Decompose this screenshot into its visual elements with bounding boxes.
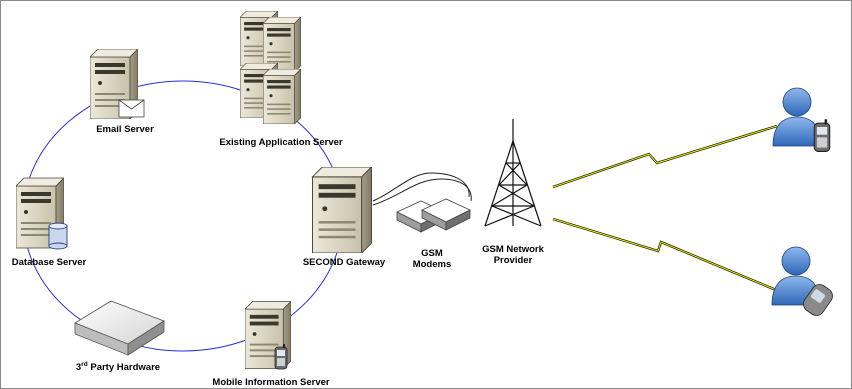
existing-application-server-label: Existing Application Server xyxy=(219,137,343,148)
modem-cable xyxy=(372,172,470,202)
database-server-node xyxy=(16,177,68,250)
flip-phone-icon xyxy=(803,284,833,316)
cell-phone-icon xyxy=(813,118,831,153)
mobile-user-upper xyxy=(772,87,831,153)
database-icon xyxy=(48,222,68,250)
mobile-phone-icon xyxy=(274,344,288,370)
person-icon xyxy=(781,246,811,276)
third-party-hardware-node xyxy=(74,300,165,356)
wireless-link-lower-fill xyxy=(552,218,777,291)
gsm-modems-label-line1: GSM xyxy=(421,248,443,259)
wireless-link-upper xyxy=(552,124,778,189)
envelope-icon xyxy=(118,99,145,118)
gsm-tower-icon xyxy=(484,119,542,227)
gsm-modems-label: GSM Modems xyxy=(407,248,457,270)
mobile-user-lower xyxy=(771,246,833,316)
wireless-link-upper-fill xyxy=(552,125,778,188)
person-icon xyxy=(782,87,812,117)
second-gateway-node xyxy=(311,167,373,253)
mobile-information-server-label: Mobile Information Server xyxy=(212,377,330,388)
database-server-label: Database Server xyxy=(11,257,87,268)
second-gateway-label: SECOND Gateway xyxy=(302,257,386,268)
third-party-hardware-label: 3rd Party Hardware xyxy=(75,361,161,374)
modem-cable xyxy=(372,178,472,206)
gsm-modems-node xyxy=(396,198,471,233)
existing-application-server-node xyxy=(240,11,301,124)
mobile-information-server-node xyxy=(245,300,291,370)
gsm-network-provider-label-line1: GSM Network xyxy=(482,244,544,255)
gsm-network-provider-label: GSM Network Provider xyxy=(463,244,563,266)
gsm-network-provider-label-line2: Provider xyxy=(493,255,533,266)
gsm-modems-label-line2: Modems xyxy=(412,259,452,270)
email-server-node xyxy=(90,49,145,119)
email-server-label: Email Server xyxy=(96,124,154,135)
